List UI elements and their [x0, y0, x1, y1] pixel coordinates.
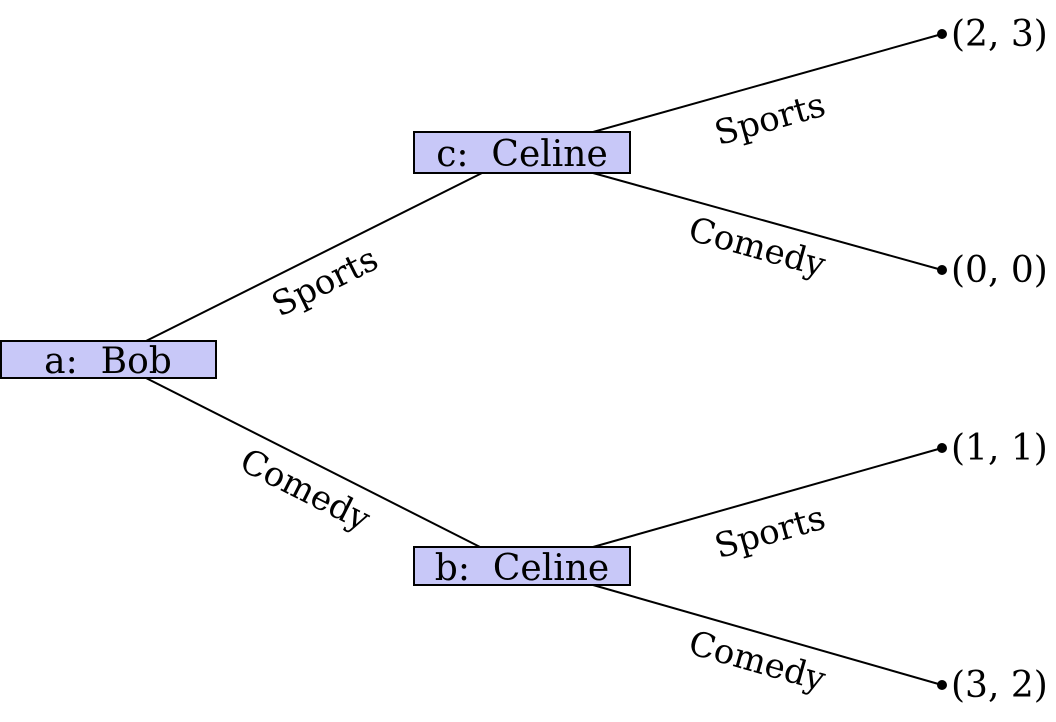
edge-top-sports — [592, 33, 943, 133]
node-box — [413, 546, 631, 586]
node-label: b: Celine — [435, 548, 609, 589]
edge-root-top — [145, 172, 483, 342]
payoff-label: (0, 0) — [951, 250, 1048, 291]
payoff-label: (2, 3) — [951, 14, 1048, 55]
node-label: a: Bob — [44, 341, 172, 382]
node-box — [0, 340, 217, 379]
edge-top-comedy — [592, 172, 943, 271]
edge-label-bottom-comedy: Comedy — [684, 623, 830, 700]
edge-root-bottom — [145, 377, 483, 549]
node-box — [413, 131, 631, 174]
edge-bottom-comedy — [592, 584, 943, 686]
leaf-dot — [937, 265, 947, 275]
leaf-top-sports: (2, 3) — [937, 14, 1048, 55]
leaf-bottom-comedy: (3, 2) — [937, 665, 1048, 706]
leaf-bottom-sports: (1, 1) — [937, 428, 1048, 469]
edge-label-top-comedy: Comedy — [684, 209, 830, 285]
leaf-dot — [937, 29, 947, 39]
payoff-label: (1, 1) — [951, 428, 1048, 469]
edge-bottom-sports — [592, 447, 943, 548]
node-top-celine: c: Celine — [413, 131, 631, 175]
leaf-top-comedy: (0, 0) — [937, 250, 1048, 291]
leaf-dot — [937, 443, 947, 453]
edge-label-root-bottom: Comedy — [234, 441, 378, 540]
node-root-bob: a: Bob — [0, 340, 217, 382]
payoff-label: (3, 2) — [951, 665, 1048, 706]
node-bottom-celine: b: Celine — [413, 546, 631, 589]
edge-label-top-sports: Sports — [710, 85, 830, 154]
node-label: c: Celine — [436, 134, 608, 175]
leaf-dot — [937, 680, 947, 690]
